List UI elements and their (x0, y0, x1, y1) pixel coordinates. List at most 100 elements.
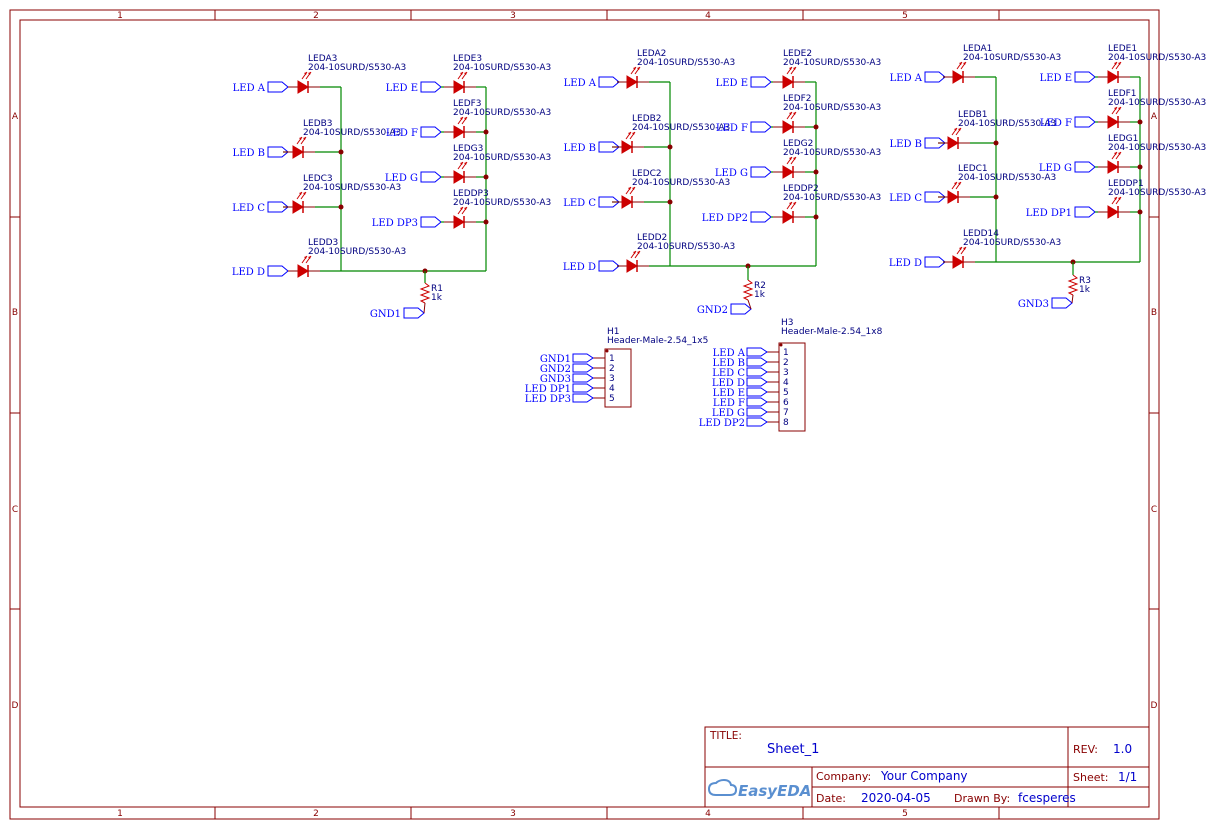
pin-number: 3 (783, 368, 789, 378)
resistor-zigzag (1067, 274, 1079, 296)
led-ref: LEDG3 (453, 144, 483, 154)
arrow-head (304, 72, 311, 75)
net-flag (924, 191, 946, 203)
resistor-zigzag (742, 279, 754, 301)
diode-triangle (453, 125, 465, 139)
arrow-head (959, 247, 966, 250)
diode-triangle (782, 120, 794, 134)
net-flag (267, 146, 289, 158)
led-ref: LEDDP2 (783, 184, 819, 194)
led-value: 204-10SURD/S530-A3 (1108, 98, 1206, 108)
net-label: LED C (232, 203, 265, 214)
led-ref: LEDC3 (303, 174, 333, 184)
net-label: LED G (385, 173, 418, 184)
pin-number: 7 (783, 408, 789, 418)
arrow-head (1114, 107, 1121, 110)
net-flag (746, 417, 768, 427)
column-label-bottom: 4 (705, 809, 711, 819)
title-label: TITLE: (709, 730, 742, 742)
led-ref: LEDB1 (958, 110, 988, 120)
net-label: LED A (564, 78, 597, 89)
junction-dot (667, 199, 673, 205)
header-value: Header-Male-2.54_1x8 (781, 327, 883, 337)
net-flag (572, 383, 594, 393)
column-label-bottom: 3 (510, 809, 516, 819)
row-label-right: B (1151, 308, 1157, 318)
junction-dot (813, 124, 819, 130)
arrow-head (954, 128, 961, 131)
arrow-head (628, 132, 635, 135)
net-flag (746, 357, 768, 367)
diode-triangle (621, 140, 633, 154)
net-label: LED G (1039, 163, 1072, 174)
net-label: LED G (715, 168, 748, 179)
header-ref: H1 (607, 327, 620, 337)
header-net-label: LED G (712, 408, 745, 419)
net-flag (750, 211, 772, 223)
gnd-label: GND1 (370, 309, 401, 320)
date-label: Date: (816, 792, 846, 805)
net-flag (420, 126, 442, 138)
led-ref: LEDC1 (958, 164, 988, 174)
led-ref: LEDB2 (632, 114, 662, 124)
gnd-label: GND2 (697, 305, 728, 316)
net-flag (750, 121, 772, 133)
net-flag (572, 373, 594, 383)
row-label-left: B (12, 308, 18, 318)
diode-triangle (952, 70, 964, 84)
net-flag (924, 137, 946, 149)
led-value: 204-10SURD/S530-A3 (1108, 143, 1206, 153)
arrow-head (1114, 152, 1121, 155)
pin-number: 1 (609, 354, 615, 364)
column-label-bottom: 1 (117, 809, 123, 819)
junction-dot (1137, 164, 1143, 170)
led-value: 204-10SURD/S530-A3 (1108, 53, 1206, 63)
net-flag (746, 407, 768, 417)
led-value: 204-10SURD/S530-A3 (783, 148, 881, 158)
diode-triangle (453, 170, 465, 184)
net-flag (598, 76, 620, 88)
net-flag (1074, 206, 1096, 218)
net-flag (267, 265, 289, 277)
net-flag (403, 307, 425, 319)
net-label: LED F (1040, 118, 1072, 129)
title-block: TITLE: Sheet_1 REV: 1.0 Company: Your Co… (704, 726, 1150, 808)
diode-triangle (947, 190, 959, 204)
row-label-left: D (12, 701, 19, 711)
pin-lead (1071, 294, 1074, 304)
drawn-by-value: fcesperes (1018, 791, 1076, 805)
junction-dot (993, 194, 999, 200)
net-flag (1074, 71, 1096, 83)
net-label: LED B (564, 143, 597, 154)
led-ref: LEDF2 (783, 94, 812, 104)
diode-triangle (626, 259, 638, 273)
net-flag (572, 353, 594, 363)
led-value: 204-10SURD/S530-A3 (783, 193, 881, 203)
led-ref: LEDF1 (1108, 89, 1137, 99)
led-value: 204-10SURD/S530-A3 (1108, 188, 1206, 198)
arrow-head (789, 202, 796, 205)
header-net-label: LED DP1 (525, 384, 571, 395)
header-net-label: GND2 (540, 364, 571, 375)
net-label: LED B (890, 139, 923, 150)
diode-triangle (952, 255, 964, 269)
arrow-head (460, 72, 467, 75)
led-ref: LEDDP3 (453, 189, 489, 199)
pin1-marker (779, 343, 783, 347)
net-label: LED A (890, 73, 923, 84)
net-label: LED E (1040, 73, 1072, 84)
net-flag (924, 256, 946, 268)
